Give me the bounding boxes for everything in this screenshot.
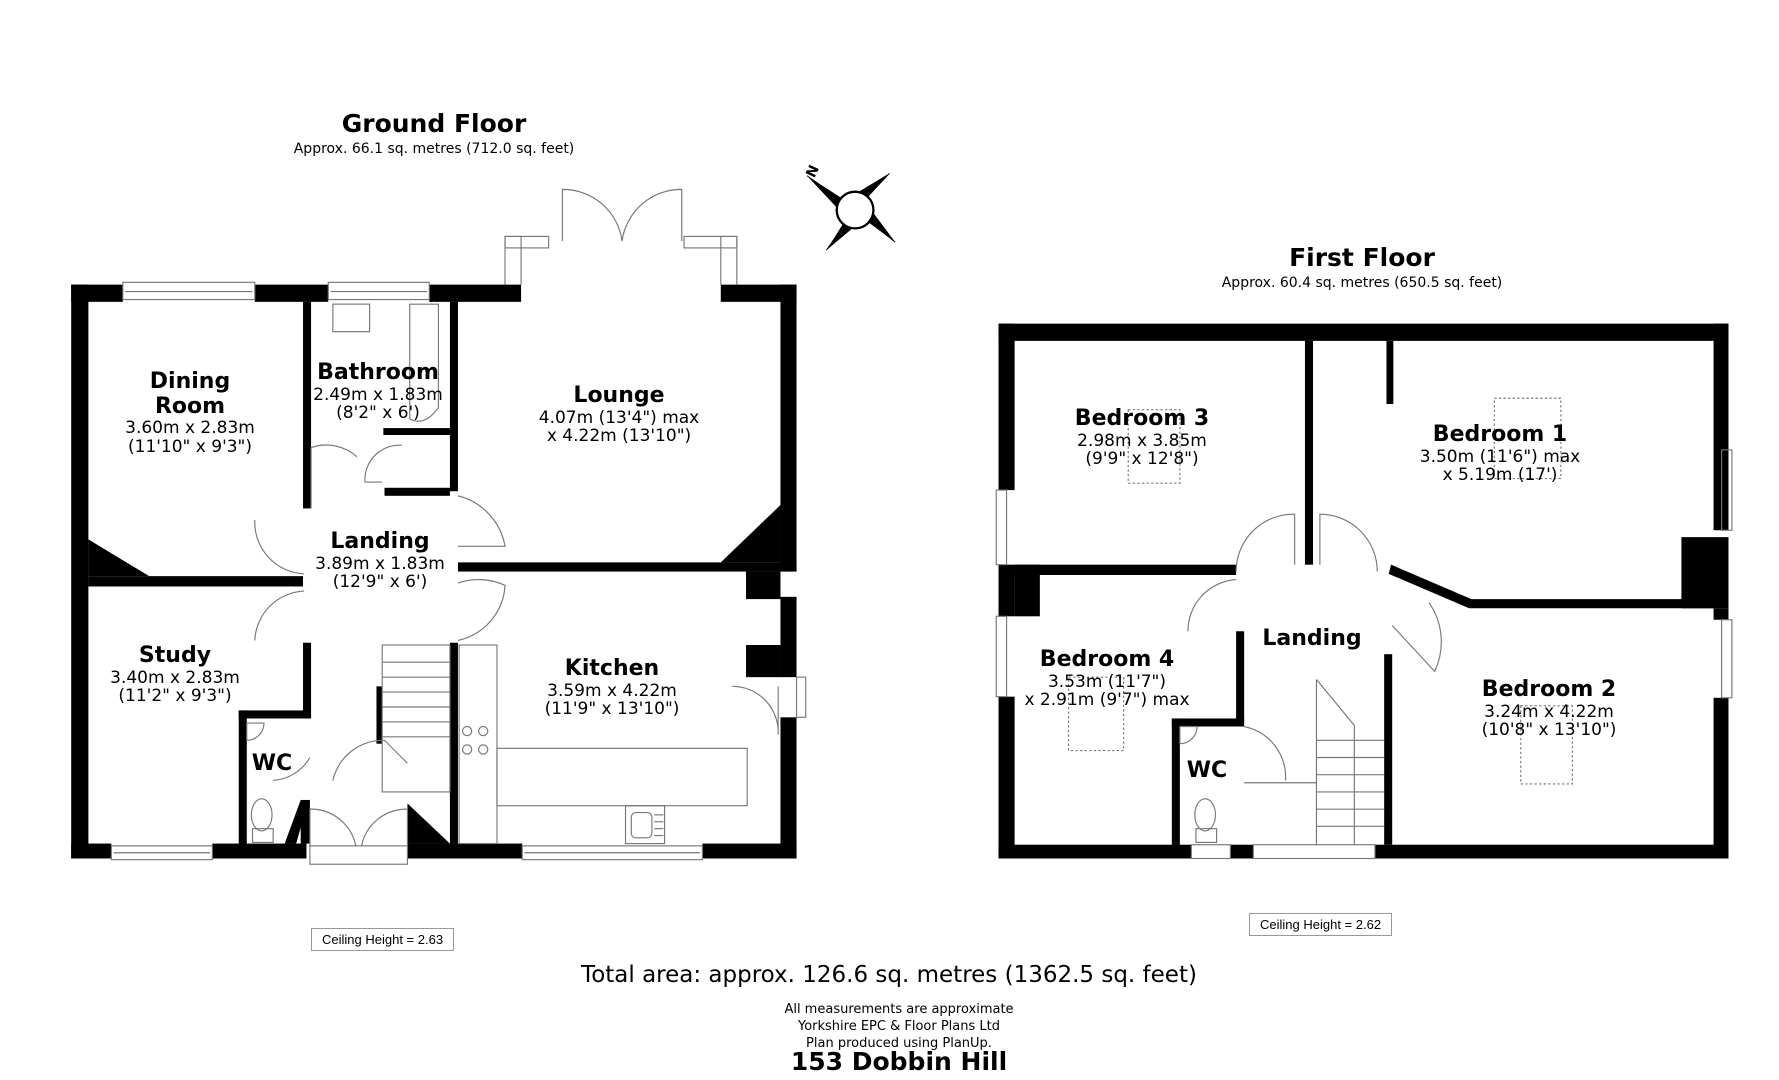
company-text: Yorkshire EPC & Floor Plans Ltd bbox=[797, 1018, 1000, 1034]
disclaimer-text: All measurements are approximate bbox=[784, 1002, 1014, 1017]
room-label-first-wc: WC bbox=[1186, 758, 1228, 783]
ground-floor-fixtures bbox=[110, 188, 807, 865]
ground-floor-walls bbox=[71, 284, 797, 859]
first-floor-ceiling-height: Ceiling Height = 2.62 bbox=[1249, 913, 1393, 936]
room-label-dining-room: Dining Room 3.60m x 2.83m (11'10" x 9'3"… bbox=[125, 369, 255, 457]
first-floor-fixtures bbox=[995, 397, 1733, 860]
software-text: Plan produced using PlanUp. bbox=[806, 1035, 992, 1051]
ground-floor-area: Approx. 66.1 sq. metres (712.0 sq. feet) bbox=[293, 141, 575, 157]
room-label-first-landing: Landing bbox=[1262, 626, 1362, 651]
first-floor-walls bbox=[998, 323, 1729, 859]
ground-floor-title: Ground Floor bbox=[341, 109, 527, 138]
footer-notes: All measurements are approximate Yorkshi… bbox=[784, 1002, 1013, 1053]
room-label-lounge: Lounge 4.07m (13'4") max x 4.22m (13'10"… bbox=[538, 383, 700, 447]
room-label-ground-wc: WC bbox=[251, 751, 293, 776]
room-label-bedroom-4: Bedroom 4 3.53m (11'7") x 2.91m (9'7") m… bbox=[1024, 647, 1190, 711]
room-label-study: Study 3.40m x 2.83m (11'2" x 9'3") bbox=[110, 643, 240, 707]
total-area: Total area: approx. 126.6 sq. metres (13… bbox=[581, 962, 1197, 988]
room-label-bathroom: Bathroom 2.49m x 1.83m (8'2" x 6') bbox=[313, 360, 443, 424]
property-address: 153 Dobbin Hill bbox=[790, 1047, 1008, 1076]
room-label-bedroom-1: Bedroom 1 3.50m (11'6") max x 5.19m (17'… bbox=[1419, 422, 1581, 486]
compass-rose-icon bbox=[806, 172, 896, 251]
room-label-kitchen: Kitchen 3.59m x 4.22m (11'9" x 13'10") bbox=[544, 656, 680, 720]
ground-floor-ceiling-height: Ceiling Height = 2.63 bbox=[311, 928, 455, 951]
room-label-bedroom-2: Bedroom 2 3.24m x 4.22m (10'8" x 13'10") bbox=[1481, 677, 1617, 741]
first-floor-area: Approx. 60.4 sq. metres (650.5 sq. feet) bbox=[1221, 275, 1503, 291]
room-label-ground-landing: Landing 3.89m x 1.83m (12'9" x 6') bbox=[315, 529, 445, 593]
room-label-bedroom-3: Bedroom 3 2.98m x 3.85m (9'9" x 12'8") bbox=[1074, 406, 1210, 470]
first-floor-title: First Floor bbox=[1289, 243, 1435, 272]
